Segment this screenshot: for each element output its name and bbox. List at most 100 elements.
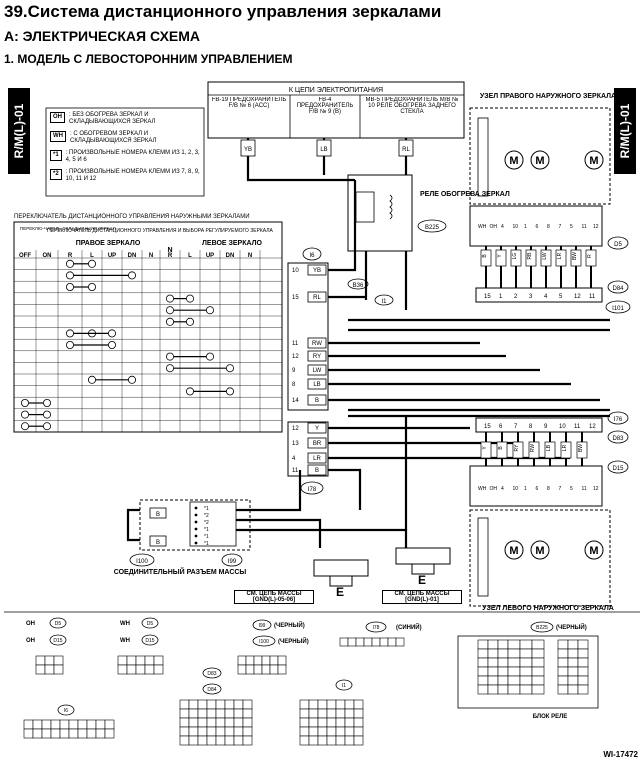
pin-number: 4 (292, 456, 296, 462)
connector-cavity (344, 699, 355, 710)
svg-text:(ЧЕРНЫЙ): (ЧЕРНЫЙ) (278, 637, 309, 645)
svg-text:I78: I78 (373, 625, 380, 631)
motor-symbol (504, 150, 524, 170)
connector-cavity (95, 719, 106, 730)
connector-cavity (233, 699, 244, 710)
connector-cavity (215, 699, 226, 710)
ground-joint-connector: *1*2*2*1*1*1 B B I100 I99 СОЕДИНИТЕЛЬНЫЙ… (114, 499, 251, 576)
connector-cavity (531, 648, 545, 659)
motor-symbol (584, 150, 604, 170)
svg-text:(ЧЕРНЫЙ): (ЧЕРНЫЙ) (274, 621, 305, 629)
connector-cavity (519, 666, 533, 677)
switch-contact (225, 364, 234, 373)
svg-text:D15: D15 (612, 466, 624, 472)
connector-cavity (531, 666, 545, 677)
connector-cavity (77, 719, 88, 730)
connector-cavity (308, 726, 319, 737)
wire-color: LR (313, 456, 321, 462)
pin-number: 4 (501, 486, 504, 492)
wire-color: LB (546, 444, 552, 451)
wire-color: YB (313, 268, 321, 274)
svg-text:D84: D84 (207, 687, 216, 693)
connector-cavity (41, 728, 52, 739)
connector-cavity (253, 655, 263, 666)
pin-number: 12 (292, 354, 299, 360)
switch-contact (225, 387, 234, 396)
connector-cavity (104, 728, 115, 739)
svg-text:I100: I100 (259, 639, 269, 645)
pin-number: 11 (589, 294, 596, 300)
pin-number: 15 (484, 424, 491, 430)
connector-cavity (531, 675, 545, 686)
connector-cavity (242, 717, 253, 728)
switch-col-label: OFF (19, 253, 31, 259)
pin-number: 7 (514, 424, 518, 430)
svg-text:OH: OH (26, 638, 35, 644)
switch-contact (66, 259, 75, 268)
connector-cavity (135, 655, 146, 666)
connector-cavity (197, 717, 208, 728)
switch-contact (88, 375, 97, 384)
subsection-title: 1. МОДЕЛЬ С ЛЕВОСТОРОННИМ УПРАВЛЕНИЕМ (4, 52, 293, 66)
pin-number: 8 (292, 382, 296, 388)
svg-text:I1: I1 (342, 683, 346, 689)
connector-cavity (344, 735, 355, 746)
svg-text:(ЧЕРНЫЙ): (ЧЕРНЫЙ) (556, 623, 587, 631)
page-title: 39.Система дистанционного управления зер… (4, 2, 442, 21)
connector-cavity (519, 657, 533, 668)
pin-number: 15 (484, 294, 491, 300)
pin-number: 15 (292, 295, 299, 301)
connector-cavity (371, 637, 381, 647)
mirror-heater-relay: РЕЛЕ ОБОГРЕВА ЗЕРКАЛ B225 (347, 174, 510, 252)
connector-cavity (188, 708, 199, 719)
connector-cavity (353, 735, 364, 746)
connector-cavity (224, 735, 235, 746)
connector-cavity (326, 717, 337, 728)
pin-number: 1 (524, 224, 527, 230)
switch-contact (205, 352, 214, 361)
switch-contact (165, 352, 174, 361)
pin-number: 11 (582, 224, 587, 230)
connector-cavity (497, 684, 509, 695)
wire-color: B (315, 398, 319, 404)
connector-cavity (206, 726, 217, 737)
switch-col-label: L (188, 253, 192, 259)
pin-number: 1 (524, 486, 527, 492)
connector-cavity (41, 719, 52, 730)
switch-contact (66, 271, 75, 280)
svg-text:B225: B225 (425, 225, 440, 231)
svg-text:D84: D84 (612, 286, 624, 292)
fuse-label: FB-19 ПРЕДОХРАНИТЕЛЬ F/B № 6 (ACC) (211, 97, 287, 109)
connector-cavity (353, 699, 364, 710)
pin-number: 11 (292, 341, 299, 347)
connector-cavity (335, 717, 346, 728)
svg-text:I6: I6 (309, 253, 315, 259)
connector-cavity (317, 735, 328, 746)
connector-cavity (308, 717, 319, 728)
connector-cavity (567, 675, 579, 686)
connector-cavity (477, 648, 489, 659)
connector-cavity (35, 655, 46, 666)
connector-cavity (567, 648, 579, 659)
connector-cavity (577, 666, 589, 677)
connector-cavity (237, 655, 247, 666)
switch-col-label: N (149, 253, 153, 259)
connector-cavity (497, 639, 509, 650)
connector-cavity (197, 735, 208, 746)
connector-cavity (497, 657, 509, 668)
connector-cavity (507, 648, 521, 659)
connector-cavity (567, 666, 579, 677)
connector-cavity (317, 699, 328, 710)
switch-contact (108, 340, 117, 349)
wire-color: LG (512, 253, 518, 260)
connector-cavity (144, 655, 155, 666)
switch-col-label: DN (226, 253, 235, 259)
svg-text:D5: D5 (147, 621, 154, 627)
terminal-mark: *2 (204, 513, 209, 519)
pin-number: 6 (536, 224, 539, 230)
connector-cavity (577, 648, 589, 659)
svg-text:WH: WH (120, 621, 130, 627)
connector-cavity (557, 648, 569, 659)
terminal-mark: *1 (204, 534, 209, 540)
